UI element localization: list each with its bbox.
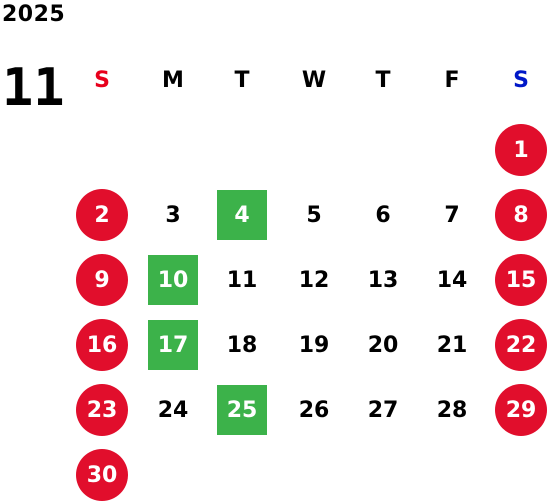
- day-cell-highlighted[interactable]: 10: [148, 255, 198, 305]
- weekday-label: T: [375, 68, 391, 93]
- day-cell[interactable]: 24: [157, 397, 189, 423]
- day-cell[interactable]: 5: [306, 202, 322, 228]
- weekday-label: M: [162, 68, 184, 93]
- day-cell[interactable]: 19: [298, 332, 330, 358]
- weekday-label: W: [301, 68, 327, 93]
- weekday-label: T: [234, 68, 250, 93]
- day-cell[interactable]: 18: [226, 332, 258, 358]
- day-cell[interactable]: 12: [298, 267, 330, 293]
- day-cell-holiday[interactable]: 1: [495, 124, 547, 176]
- day-cell-holiday[interactable]: 8: [495, 189, 547, 241]
- day-cell[interactable]: 13: [367, 267, 399, 293]
- day-cell-holiday[interactable]: 15: [495, 254, 547, 306]
- month-label: 11: [2, 58, 65, 118]
- day-cell-holiday[interactable]: 22: [495, 319, 547, 371]
- weekday-label: F: [444, 68, 460, 93]
- day-cell[interactable]: 11: [226, 267, 258, 293]
- day-cell-highlighted[interactable]: 17: [148, 320, 198, 370]
- day-cell[interactable]: 6: [375, 202, 391, 228]
- day-cell[interactable]: 27: [367, 397, 399, 423]
- day-cell-holiday[interactable]: 30: [76, 449, 128, 501]
- year-label: 2025: [2, 2, 66, 27]
- day-cell[interactable]: 21: [436, 332, 468, 358]
- day-cell-holiday[interactable]: 29: [495, 384, 547, 436]
- day-cell-holiday[interactable]: 2: [76, 189, 128, 241]
- day-cell[interactable]: 28: [436, 397, 468, 423]
- day-cell-highlighted[interactable]: 4: [217, 190, 267, 240]
- weekday-label: S: [94, 68, 110, 93]
- day-cell[interactable]: 14: [436, 267, 468, 293]
- day-cell[interactable]: 26: [298, 397, 330, 423]
- day-cell-highlighted[interactable]: 25: [217, 385, 267, 435]
- day-cell-holiday[interactable]: 23: [76, 384, 128, 436]
- day-cell[interactable]: 7: [444, 202, 460, 228]
- day-cell-holiday[interactable]: 9: [76, 254, 128, 306]
- day-cell-holiday[interactable]: 16: [76, 319, 128, 371]
- weekday-label: S: [513, 68, 529, 93]
- day-cell[interactable]: 3: [165, 202, 181, 228]
- day-cell[interactable]: 20: [367, 332, 399, 358]
